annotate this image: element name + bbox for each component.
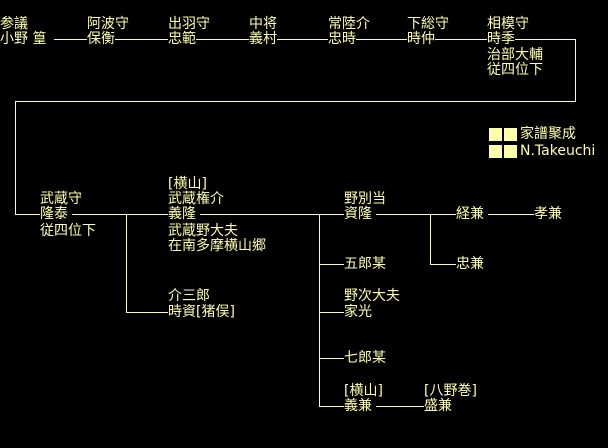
connector-line xyxy=(319,214,320,406)
credit-square-icon xyxy=(504,128,517,141)
person-name: 隆泰 xyxy=(40,206,68,222)
connector-line xyxy=(319,264,344,265)
connector-line xyxy=(376,406,424,407)
connector-line xyxy=(200,214,344,215)
credit-square-icon xyxy=(504,145,517,158)
person-name: 義兼 xyxy=(344,398,372,414)
person-title: 武蔵権介 xyxy=(168,191,224,207)
person-title: 野次大夫 xyxy=(344,288,400,304)
connector-line xyxy=(430,264,456,265)
person-name: 小野 篁 xyxy=(0,31,47,47)
connector-line xyxy=(126,214,127,312)
person-name: 経兼 xyxy=(456,206,484,222)
person-title: 参議 xyxy=(0,16,28,32)
person-name: 忠時 xyxy=(328,31,356,47)
person-note: 従四位下 xyxy=(40,223,96,239)
person-title: 相模守 xyxy=(487,16,529,32)
person-name: 時資[猪俣] xyxy=(168,304,235,320)
person-title: 阿波守 xyxy=(87,16,129,32)
person-title: 介三郎 xyxy=(168,288,210,304)
person-title: 下総守 xyxy=(407,16,449,32)
connector-line xyxy=(530,39,575,40)
connector-line xyxy=(319,406,344,407)
person-name: 義隆 xyxy=(168,206,196,222)
connector-line xyxy=(126,312,168,313)
person-name: 保衡 xyxy=(87,31,115,47)
connector-line xyxy=(430,214,431,264)
credit-square-icon xyxy=(489,128,502,141)
person-name: 忠範 xyxy=(168,31,196,47)
credit-line-2: N.Takeuchi xyxy=(520,143,596,159)
person-bracket: [横山] xyxy=(344,383,383,399)
person-title: 武蔵守 xyxy=(40,191,82,207)
connector-line xyxy=(15,101,16,214)
person-name: 忠兼 xyxy=(456,256,484,272)
person-note: 武蔵野大夫 xyxy=(168,223,238,239)
connector-line xyxy=(575,39,576,101)
connector-line xyxy=(319,358,344,359)
connector-line xyxy=(488,214,534,215)
person-bracket: [横山] xyxy=(168,176,207,192)
connector-line xyxy=(54,39,549,40)
credit-line-1: 家譜聚成 xyxy=(520,126,576,142)
person-name: 時仲 xyxy=(407,31,435,47)
person-bracket: [八野巻] xyxy=(424,383,477,399)
person-name: 七郎某 xyxy=(344,350,386,366)
connector-line xyxy=(15,214,40,215)
person-name: 盛兼 xyxy=(424,398,452,414)
connector-line xyxy=(319,312,344,313)
person-title: 中将 xyxy=(249,16,277,32)
person-note: 治部大輔 xyxy=(487,47,543,63)
connector-line xyxy=(72,214,168,215)
person-name: 家光 xyxy=(344,304,372,320)
connector-line xyxy=(15,101,576,102)
person-note: 従四位下 xyxy=(487,62,543,78)
person-title: 常陸介 xyxy=(328,16,370,32)
person-name: 五郎某 xyxy=(344,256,386,272)
person-name: 資隆 xyxy=(344,206,372,222)
person-title: 出羽守 xyxy=(168,16,210,32)
person-name: 孝兼 xyxy=(534,206,562,222)
connector-line xyxy=(376,214,456,215)
credit-square-icon xyxy=(489,145,502,158)
person-note: 在南多摩横山郷 xyxy=(168,238,266,254)
person-title: 野別当 xyxy=(344,191,386,207)
person-name: 時季 xyxy=(487,31,515,47)
person-name: 義村 xyxy=(249,31,277,47)
